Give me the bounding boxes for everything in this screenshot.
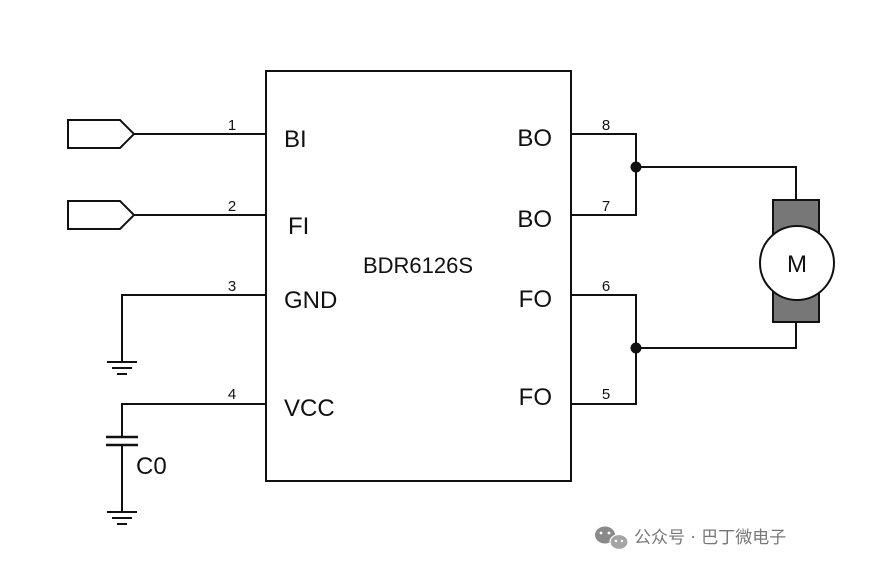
- pin-name-vcc: VCC: [284, 395, 335, 422]
- capacitor-label: C0: [136, 453, 167, 480]
- capacitor-c0: [106, 435, 138, 447]
- pin-number-4: 4: [228, 386, 236, 403]
- motor-symbol: [759, 199, 835, 323]
- pin-name-bo-7: BO: [517, 206, 552, 233]
- gnd-wire: [121, 294, 266, 362]
- input-port-bi: [67, 119, 266, 149]
- pin-number-1: 1: [228, 117, 236, 134]
- pin-number-3: 3: [228, 278, 236, 295]
- wechat-icon: [595, 526, 629, 551]
- pin-name-fo-5: FO: [519, 384, 552, 411]
- pin-name-bi: BI: [284, 126, 307, 153]
- pin-name-fi: FI: [288, 213, 309, 240]
- pin-name-gnd: GND: [284, 287, 337, 314]
- pin-name-bo-8: BO: [517, 125, 552, 152]
- chip-name: BDR6126S: [363, 253, 473, 278]
- junction-dot-fo: [630, 342, 642, 354]
- pin-number-2: 2: [228, 198, 236, 215]
- ground-symbol-1: [107, 361, 137, 375]
- vcc-wire: [121, 403, 266, 512]
- bo-wire: [571, 133, 797, 216]
- ground-symbol-2: [107, 511, 137, 525]
- pin-name-fo-6: FO: [519, 286, 552, 313]
- junction-dot-bo: [630, 161, 642, 173]
- pin-number-8: 8: [602, 117, 610, 134]
- input-port-fi: [67, 200, 266, 230]
- pin-number-6: 6: [602, 278, 610, 295]
- watermark-text: 公众号 · 巴丁微电子: [634, 528, 786, 548]
- pin-number-7: 7: [602, 198, 610, 215]
- pin-number-5: 5: [602, 386, 610, 403]
- ic-body: [265, 70, 572, 482]
- motor-label: M: [787, 251, 807, 278]
